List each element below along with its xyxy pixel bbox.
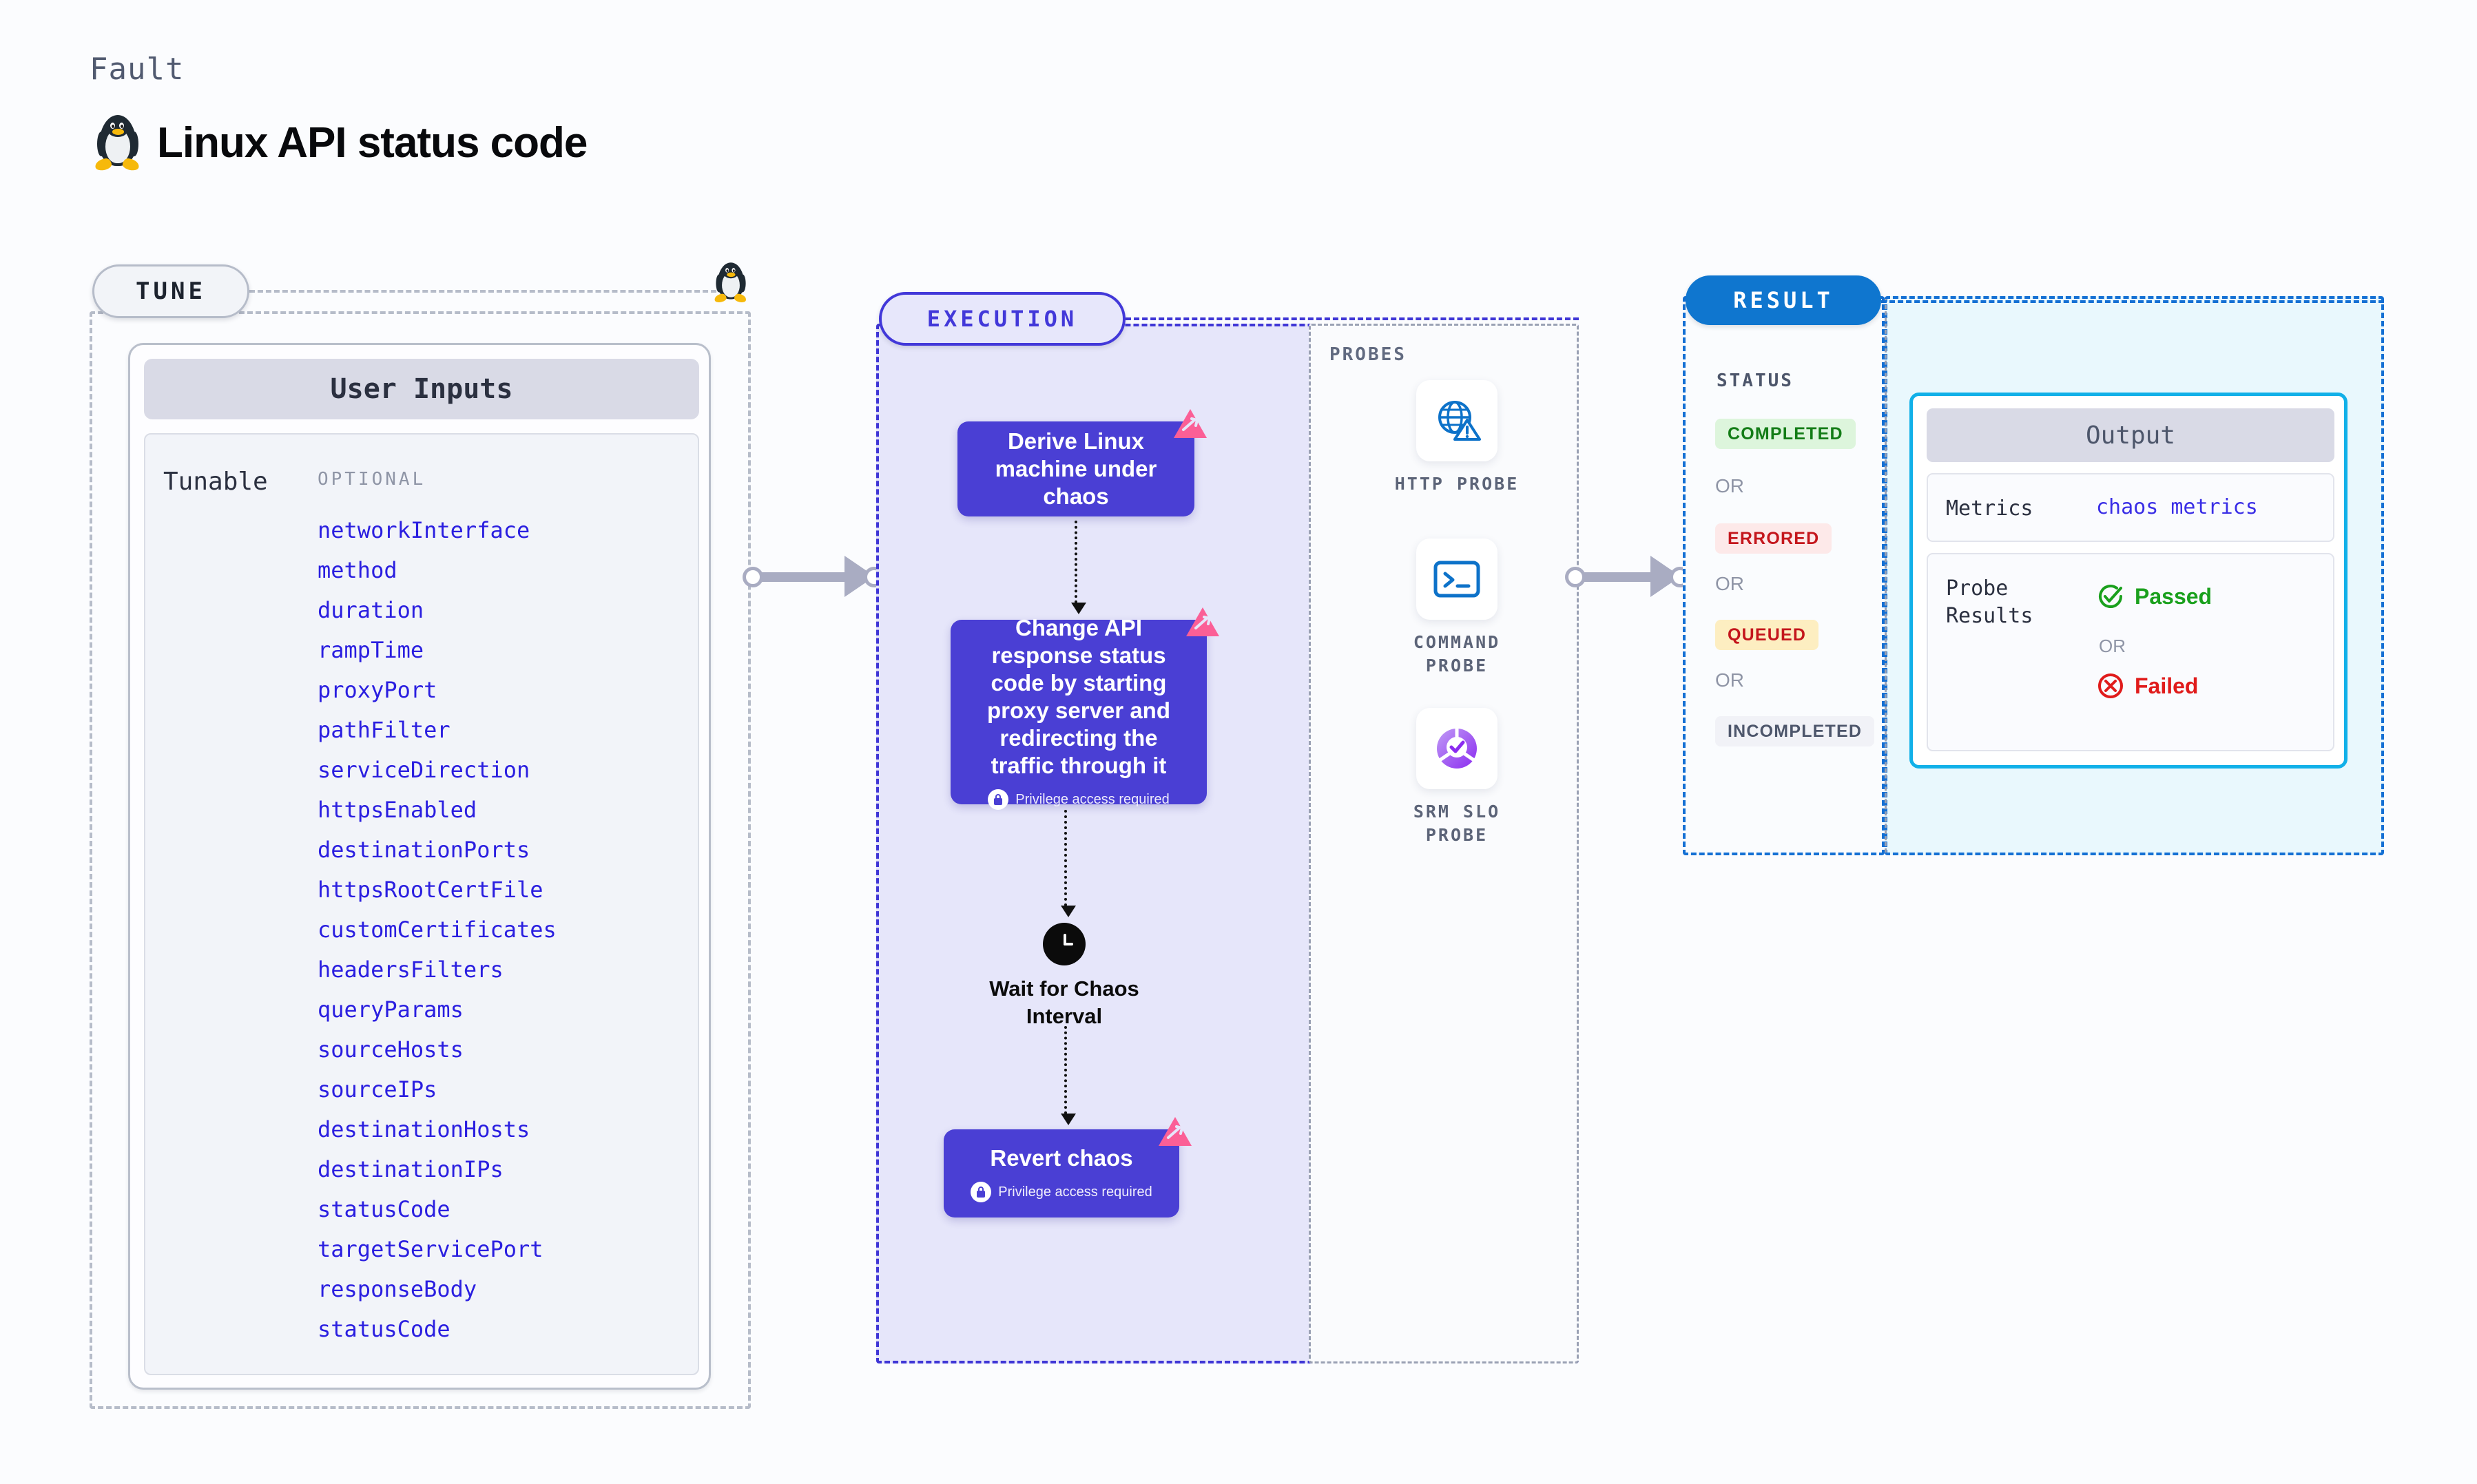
linux-penguin-icon	[94, 114, 141, 172]
tunable-param-item[interactable]: destinationIPs	[318, 1156, 504, 1182]
chaos-corner-badge-icon	[1159, 1117, 1192, 1146]
probe-srm-slo-label: SRM SLO PROBE	[1413, 802, 1501, 845]
privilege-note-change: Privilege access required	[988, 789, 1170, 810]
probe-result-failed: Failed	[2096, 671, 2198, 700]
result-panel-divider	[1885, 299, 1887, 853]
globe-warning-icon	[1416, 380, 1497, 461]
output-title: Output	[1927, 408, 2334, 462]
flow-arrow-3	[1061, 1026, 1076, 1125]
status-badge-errored: ERRORED	[1715, 523, 1832, 554]
probes-title: PROBES	[1329, 344, 1407, 365]
status-badge-queued: QUEUED	[1715, 620, 1819, 650]
privilege-note-revert: Privilege access required	[971, 1182, 1152, 1202]
probe-command-label: COMMAND PROBE	[1413, 632, 1501, 676]
tunable-param-item[interactable]: proxyPort	[318, 677, 437, 703]
probe-result-or: OR	[2099, 636, 2126, 656]
lock-icon	[971, 1182, 992, 1202]
slo-donut-check-icon	[1416, 708, 1497, 789]
execution-node-revert[interactable]: Revert chaos Privilege access required	[944, 1117, 1192, 1217]
tune-tag-connector-line	[249, 290, 725, 293]
check-circle-icon	[2099, 585, 2122, 608]
fault-kicker: Fault	[90, 52, 185, 87]
probe-http-label: HTTP PROBE	[1394, 474, 1520, 494]
chaos-corner-badge-icon	[1174, 409, 1207, 438]
user-inputs-body: Tunable OPTIONAL networkInterface method d…	[144, 433, 699, 1375]
terminal-icon	[1416, 539, 1497, 620]
x-circle-icon	[2098, 673, 2123, 698]
tunable-param-item[interactable]: method	[318, 557, 397, 583]
clock-icon	[1043, 923, 1086, 965]
output-metrics-key: Metrics	[1946, 497, 2033, 521]
tunable-param-list: networkInterface method duration rampTime pr…	[318, 510, 690, 1349]
execution-node-revert-label: Revert chaos	[990, 1145, 1133, 1171]
tunable-param-item[interactable]: headersFilters	[318, 957, 504, 983]
page-title-row: Linux API status code	[94, 114, 588, 172]
probe-result-passed: Passed	[2096, 582, 2212, 611]
connector-execution-to-result	[1565, 556, 1700, 597]
execution-node-derive-label: Derive Linux machine under chaos	[995, 428, 1157, 509]
execution-node-change-api[interactable]: Change API response status code by start…	[951, 607, 1219, 810]
result-tag: RESULT	[1686, 275, 1881, 325]
execution-tag: EXECUTION	[879, 292, 1126, 346]
output-metrics-row: Metrics chaos metrics	[1927, 473, 2334, 542]
probe-command[interactable]: COMMAND PROBE	[1378, 539, 1536, 678]
execution-tag-connector-line	[1126, 317, 1579, 320]
output-metrics-value[interactable]: chaos metrics	[2096, 495, 2258, 519]
tunable-label: Tunable	[163, 468, 268, 496]
user-inputs-title: User Inputs	[144, 359, 699, 419]
execution-node-change-api-label: Change API response status code by start…	[987, 615, 1170, 778]
flow-arrow-1	[1071, 521, 1086, 614]
tunable-param-item[interactable]: queryParams	[318, 996, 464, 1023]
tunable-param-item[interactable]: statusCode	[318, 1196, 450, 1222]
tunable-param-item[interactable]: customCertificates	[318, 917, 557, 943]
lock-icon	[988, 789, 1009, 810]
tunable-param-item[interactable]: duration	[318, 597, 424, 623]
tunable-param-item[interactable]: httpsEnabled	[318, 797, 477, 823]
status-or-1: OR	[1715, 475, 1744, 497]
status-title: STATUS	[1717, 370, 1794, 391]
tunable-param-item[interactable]: destinationPorts	[318, 837, 530, 863]
status-badge-completed: COMPLETED	[1715, 419, 1856, 449]
tunable-param-item[interactable]: sourceIPs	[318, 1076, 437, 1102]
privilege-note-revert-label: Privilege access required	[998, 1184, 1152, 1200]
tunable-param-item[interactable]: destinationHosts	[318, 1116, 530, 1142]
tunable-param-item[interactable]: responseBody	[318, 1276, 477, 1302]
result-tag-connector-line	[1881, 300, 2384, 303]
optional-label: OPTIONAL	[318, 469, 426, 490]
privilege-note-change-label: Privilege access required	[1015, 791, 1170, 807]
tunable-param-item[interactable]: httpsRootCertFile	[318, 877, 543, 903]
tune-panel	[90, 311, 751, 1409]
tunable-param-item[interactable]: sourceHosts	[318, 1036, 464, 1063]
probes-panel	[1309, 324, 1579, 1363]
tune-tag: TUNE	[92, 264, 249, 318]
connector-tune-to-execution	[743, 556, 894, 597]
page-title: Linux API status code	[157, 118, 588, 167]
execution-node-derive[interactable]: Derive Linux machine under chaos	[957, 409, 1207, 516]
tunable-param-item[interactable]: statusCode	[318, 1316, 450, 1342]
tunable-param-item[interactable]: rampTime	[318, 637, 424, 663]
tunable-param-item[interactable]: networkInterface	[318, 517, 530, 543]
status-or-2: OR	[1715, 573, 1744, 594]
tunable-param-item[interactable]: pathFilter	[318, 717, 450, 743]
tunable-param-item[interactable]: serviceDirection	[318, 757, 530, 783]
chaos-corner-badge-icon	[1186, 607, 1219, 636]
probe-result-passed-label: Passed	[2135, 583, 2212, 609]
status-badge-incompleted: INCOMPLETED	[1715, 716, 1875, 746]
probe-srm-slo[interactable]: SRM SLO PROBE	[1378, 708, 1536, 847]
user-inputs-card: User Inputs Tunable OPTIONAL networkInte…	[128, 343, 711, 1390]
probe-result-failed-label: Failed	[2135, 673, 2199, 698]
flow-arrow-2	[1061, 810, 1076, 917]
probe-http[interactable]: HTTP PROBE	[1378, 380, 1536, 496]
result-status-panel	[1683, 296, 1885, 855]
tune-linux-penguin-icon	[709, 253, 752, 311]
execution-node-wait-label: Wait for Chaos Interval	[989, 976, 1139, 1028]
tunable-param-item[interactable]: targetServicePort	[318, 1236, 543, 1262]
status-or-3: OR	[1715, 669, 1744, 691]
execution-node-wait: Wait for Chaos Interval	[951, 923, 1178, 1030]
